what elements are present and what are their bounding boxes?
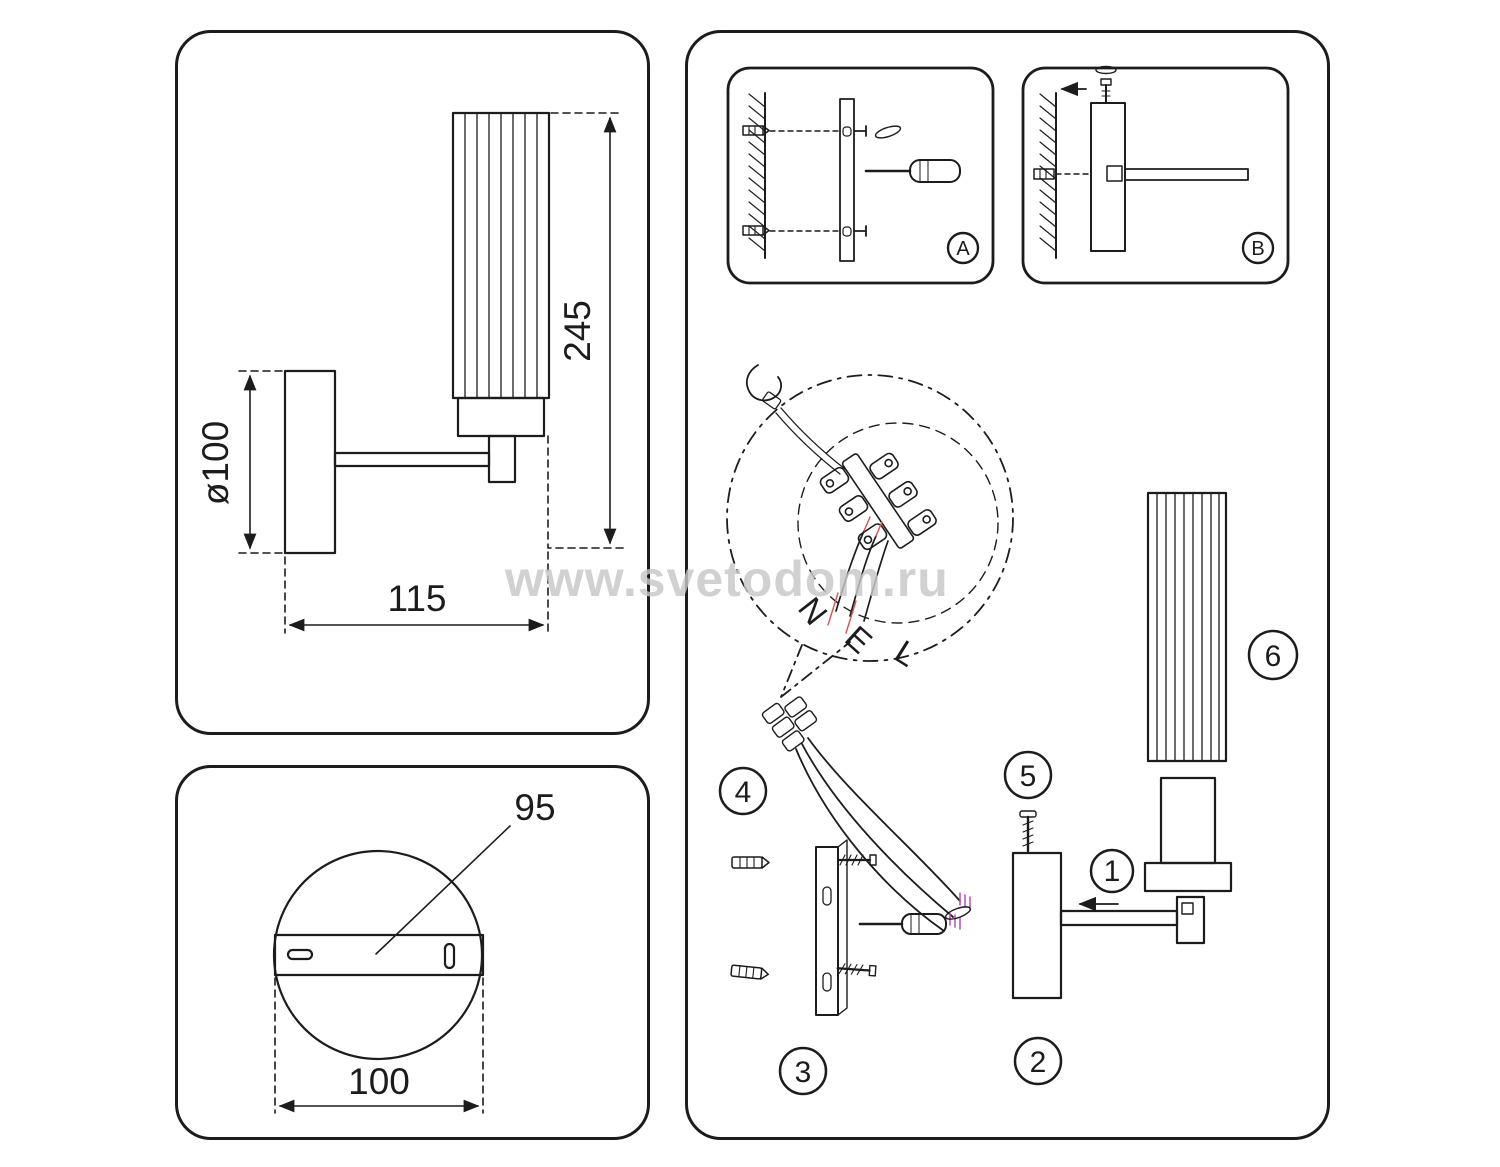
lamp-shade-ribbed	[451, 111, 551, 400]
inset-a: A	[726, 66, 995, 285]
screw-vertical-icon	[1019, 810, 1037, 853]
step-4: 4	[735, 776, 752, 809]
wire-label-e: E	[838, 618, 879, 660]
back-plate-icon	[1011, 851, 1063, 1000]
step-6-circle	[1247, 629, 1299, 681]
socket-cup	[456, 396, 546, 438]
wall-hatch	[1039, 93, 1057, 252]
part-wire-harness: 4	[718, 696, 971, 932]
dowel-icon	[731, 856, 770, 869]
shade-holder-icon	[1175, 895, 1206, 945]
side-view-drawing: 245 ø100 115	[195, 111, 624, 634]
step-6: 6	[1265, 640, 1282, 673]
step-2: 2	[1030, 1046, 1047, 1079]
label-a-circle	[946, 231, 980, 265]
arm-bar	[333, 451, 491, 468]
hook-wire	[775, 407, 846, 475]
step-1-circle	[1089, 848, 1135, 894]
wall-anchor-icon	[742, 125, 770, 236]
part-backplate-arm: 1 2	[1011, 848, 1206, 1086]
mounting-bar	[273, 933, 485, 977]
wall-anchor-icon	[1033, 168, 1055, 180]
panel-side-view: 245 ø100 115	[175, 30, 650, 735]
dim-height-label: 245	[557, 300, 598, 362]
slot-left	[286, 948, 314, 961]
arm-icon	[1124, 168, 1249, 181]
wall-base-plate	[283, 369, 337, 555]
step-4-circle	[718, 766, 768, 816]
arm-icon	[1059, 909, 1179, 927]
dim-width-label: 100	[348, 1061, 410, 1102]
step-1: 1	[1104, 855, 1121, 888]
screwdriver-icon	[864, 159, 961, 183]
arm-neck	[487, 434, 517, 484]
wire-label-l: L	[889, 633, 924, 674]
wiring-bubble: N E L	[726, 364, 1014, 698]
ribbed-shade-icon	[1146, 491, 1228, 763]
screwdriver-icon	[858, 906, 972, 935]
rotate-arrow-icon	[874, 125, 902, 139]
cable-hook-icon	[745, 364, 782, 410]
bubble-wires	[835, 530, 889, 622]
connector-icon	[761, 696, 818, 752]
wire-red-marks	[827, 516, 883, 634]
socket-icon	[1159, 776, 1217, 865]
dim-holes-label: 95	[514, 787, 555, 828]
screw-icon	[836, 854, 877, 866]
part-shade: 6	[1143, 491, 1299, 893]
dimension-lines	[233, 112, 624, 634]
step-2-circle	[1013, 1036, 1063, 1086]
mounting-bracket-icon	[815, 839, 848, 1016]
dim-diameter-label: ø100	[195, 421, 236, 505]
bracket-plate-icon	[839, 98, 867, 262]
flange-icon	[1143, 861, 1233, 893]
step-5: 5	[1020, 760, 1037, 793]
assembly-drawing: A B	[718, 65, 1299, 1096]
step-5-circle	[1003, 750, 1053, 800]
screw-icon	[836, 963, 877, 977]
dowel-icon	[730, 964, 769, 980]
harness-wires	[795, 737, 961, 932]
dimension-lines	[274, 977, 484, 1114]
slot-right	[443, 942, 456, 970]
screw-icon	[1095, 65, 1117, 104]
step-3: 3	[795, 1056, 812, 1089]
wall-hatch	[748, 93, 766, 252]
panel-back-view: 95 100	[175, 765, 650, 1140]
step-3-circle	[778, 1046, 828, 1096]
inset-b: B	[1021, 65, 1290, 285]
bracket-icon	[1090, 102, 1126, 252]
part-bracket-fasteners: 3	[730, 839, 972, 1096]
label-b-circle	[1241, 231, 1275, 265]
label-b: B	[1251, 238, 1264, 260]
back-view-drawing: 95 100	[272, 787, 556, 1114]
part-screw: 5	[1003, 750, 1053, 853]
terminal-block-icon	[819, 452, 937, 551]
panel-assembly: A B	[685, 30, 1330, 1140]
dim-arm-label: 115	[388, 578, 447, 619]
label-a: A	[956, 238, 970, 260]
holder-hole-icon	[1181, 902, 1194, 915]
leader-95	[375, 825, 511, 955]
